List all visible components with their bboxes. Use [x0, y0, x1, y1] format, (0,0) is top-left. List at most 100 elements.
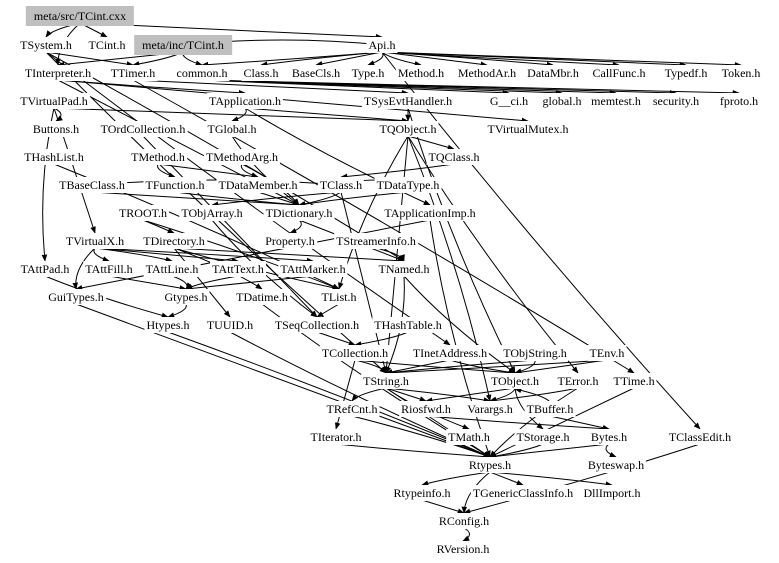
- node-TOrdCollection[interactable]: TOrdCollection.h: [98, 121, 188, 137]
- edge-TQObject-to-TError: [407, 135, 579, 374]
- node-Type[interactable]: Type.h: [349, 65, 387, 81]
- node-Typedf[interactable]: Typedf.h: [662, 65, 710, 81]
- node-TGlobal[interactable]: TGlobal.h: [205, 121, 259, 137]
- node-G__ci[interactable]: G__ci.h: [487, 93, 531, 109]
- node-TInterpreter[interactable]: TInterpreter.h: [22, 65, 94, 81]
- edge-Rtypes-to-TGenericClassInfo: [489, 471, 524, 486]
- edge-Rtypes-to-Rtypeinfo: [421, 471, 491, 486]
- node-MethodAr[interactable]: MethodAr.h: [455, 65, 519, 81]
- node-TGenericClassInfo[interactable]: TGenericClassInfo.h: [470, 485, 576, 501]
- node-TObject[interactable]: TObject.h: [488, 373, 542, 389]
- node-TStorage[interactable]: TStorage.h: [514, 429, 572, 445]
- edge-TVirtualX-to-TAttText: [94, 247, 239, 264]
- node-TSeqCollection[interactable]: TSeqCollection.h: [272, 317, 362, 333]
- node-THashList[interactable]: THashList.h: [22, 149, 86, 165]
- node-Bytes[interactable]: Bytes.h: [588, 429, 630, 445]
- node-TAttMarker[interactable]: TAttMarker.h: [278, 261, 348, 277]
- node-THashTable[interactable]: THashTable.h: [372, 317, 444, 333]
- node-TEnv[interactable]: TEnv.h: [587, 345, 627, 361]
- node-TAttText[interactable]: TAttText.h: [210, 261, 266, 277]
- node-TSystem[interactable]: TSystem.h: [18, 37, 74, 53]
- node-TQClass[interactable]: TQClass.h: [426, 149, 482, 165]
- node-Varargs[interactable]: Varargs.h: [465, 401, 515, 417]
- node-TError[interactable]: TError.h: [555, 373, 601, 389]
- node-TDirectory[interactable]: TDirectory.h: [141, 233, 207, 249]
- node-TMethod[interactable]: TMethod.h: [129, 149, 187, 165]
- node-TROOT[interactable]: TROOT.h: [116, 205, 170, 221]
- node-TList[interactable]: TList.h: [319, 289, 359, 305]
- node-TMath[interactable]: TMath.h: [446, 429, 492, 445]
- node-TApplicationImp[interactable]: TApplicationImp.h: [382, 205, 478, 221]
- node-TObjArray[interactable]: TObjArray.h: [179, 205, 245, 221]
- node-TClassEdit[interactable]: TClassEdit.h: [666, 429, 734, 445]
- node-TBaseClass[interactable]: TBaseClass.h: [57, 177, 127, 193]
- node-TDatime[interactable]: TDatime.h: [234, 289, 290, 305]
- node-TApplication[interactable]: TApplication.h: [206, 93, 284, 109]
- node-TUUID[interactable]: TUUID.h: [204, 317, 256, 333]
- node-TTime[interactable]: TTime.h: [611, 373, 657, 389]
- node-DllImport[interactable]: DllImport.h: [581, 485, 643, 501]
- node-Htypes[interactable]: Htypes.h: [144, 317, 192, 333]
- node-memtest[interactable]: memtest.h: [589, 93, 643, 109]
- node-TIterator[interactable]: TIterator.h: [308, 429, 364, 445]
- edge-TError-to-Rtypes: [489, 387, 579, 458]
- node-TVirtualX[interactable]: TVirtualX.h: [63, 233, 127, 249]
- node-TDictionary[interactable]: TDictionary.h: [263, 205, 335, 221]
- edge-TString-to-TRefCnt: [351, 387, 387, 402]
- node-BaseCls[interactable]: BaseCls.h: [289, 65, 343, 81]
- edge-TClassEdit-to-RConfig: [463, 443, 701, 515]
- node-GuiTypes[interactable]: GuiTypes.h: [46, 289, 106, 305]
- node-TCint[interactable]: TCint.h: [86, 37, 128, 53]
- node-TCollection[interactable]: TCollection.h: [319, 345, 391, 361]
- node-TQObject[interactable]: TQObject.h: [377, 121, 439, 137]
- node-Rtypeinfo[interactable]: Rtypeinfo.h: [391, 485, 453, 501]
- node-Token[interactable]: Token.h: [719, 65, 763, 81]
- node-TVirtualPad[interactable]: TVirtualPad.h: [18, 93, 90, 109]
- node-RConfig[interactable]: RConfig.h: [436, 513, 492, 529]
- node-TMethodArg[interactable]: TMethodArg.h: [203, 149, 281, 165]
- node-TObjString[interactable]: TObjString.h: [501, 345, 569, 361]
- node-TNamed[interactable]: TNamed.h: [376, 261, 432, 277]
- edge-TEnv-to-TString: [385, 359, 608, 376]
- node-TSysEvtHandler[interactable]: TSysEvtHandler.h: [361, 93, 455, 109]
- node-TDataMember[interactable]: TDataMember.h: [216, 177, 300, 193]
- node-global[interactable]: global.h: [540, 93, 584, 109]
- node-Api[interactable]: Api.h: [366, 37, 398, 53]
- node-TAttPad[interactable]: TAttPad.h: [18, 261, 72, 277]
- node-security[interactable]: security.h: [650, 93, 702, 109]
- node-TTimer[interactable]: TTimer.h: [108, 65, 158, 81]
- node-Byteswap[interactable]: Byteswap.h: [585, 457, 647, 473]
- edge-TObjString-to-TString: [385, 359, 536, 376]
- node-Class[interactable]: Class.h: [241, 65, 281, 81]
- node-Property[interactable]: Property.h: [263, 233, 317, 249]
- node-TDataType[interactable]: TDataType.h: [374, 177, 442, 193]
- node-TVirtualMutex[interactable]: TVirtualMutex.h: [485, 121, 571, 137]
- node-TRefCnt[interactable]: TRefCnt.h: [324, 401, 380, 417]
- node-Buttons[interactable]: Buttons.h: [30, 121, 82, 137]
- node-TFunction[interactable]: TFunction.h: [143, 177, 207, 193]
- node-CallFunc[interactable]: CallFunc.h: [590, 65, 648, 81]
- node-DataMbr[interactable]: DataMbr.h: [525, 65, 581, 81]
- node-fproto[interactable]: fproto.h: [717, 93, 761, 109]
- node-TBuffer[interactable]: TBuffer.h: [524, 401, 576, 417]
- edge-TList-to-TSeqCollection: [316, 303, 340, 318]
- node-common[interactable]: common.h: [174, 65, 230, 81]
- node-TString[interactable]: TString.h: [361, 373, 411, 389]
- node-RVersion[interactable]: RVersion.h: [434, 541, 492, 557]
- edge-TAttMarker-to-Gtypes: [185, 275, 314, 292]
- node-cxx[interactable]: meta/src/TCint.cxx: [25, 6, 135, 26]
- edge-TTimer-to-TSysEvtHandler: [132, 79, 409, 96]
- edge-common-to-fproto: [201, 79, 740, 96]
- edge-Api-to-Method: [381, 51, 422, 67]
- node-Gtypes[interactable]: Gtypes.h: [162, 289, 210, 305]
- node-TStreamerInfo[interactable]: TStreamerInfo.h: [334, 233, 418, 249]
- node-Rtypes[interactable]: Rtypes.h: [466, 457, 514, 473]
- node-TInetAddress[interactable]: TInetAddress.h: [410, 345, 490, 361]
- node-TAttFill[interactable]: TAttFill.h: [83, 261, 135, 277]
- node-incTCint[interactable]: meta/inc/TCint.h: [134, 35, 232, 55]
- node-Method[interactable]: Method.h: [395, 65, 447, 81]
- node-TClass[interactable]: TClass.h: [317, 177, 365, 193]
- node-TAttLine[interactable]: TAttLine.h: [143, 261, 201, 277]
- node-Riosfwd[interactable]: Riosfwd.h: [399, 401, 453, 417]
- edge-Rtypeinfo-to-RConfig: [421, 499, 465, 514]
